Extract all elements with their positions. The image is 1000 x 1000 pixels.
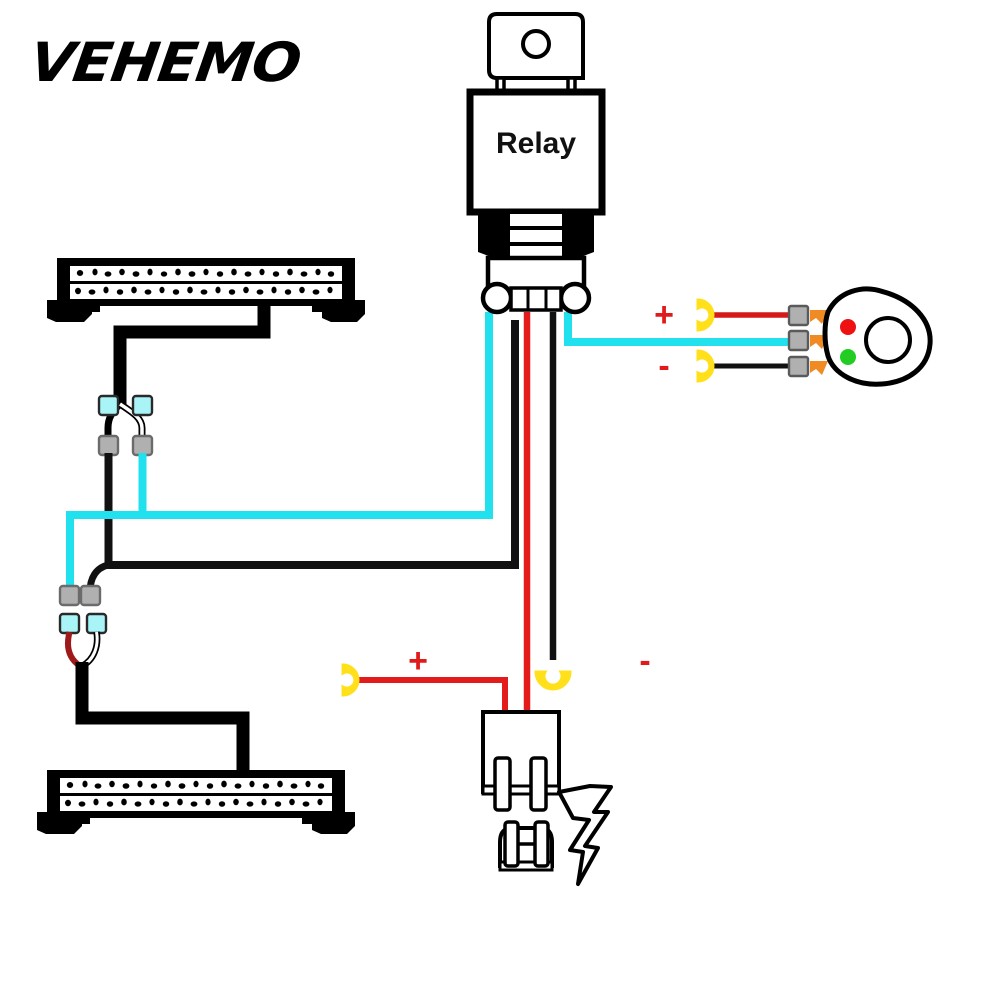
top-connector-female-terminals[interactable] (97, 394, 154, 417)
rocker-switch-wires (712, 312, 790, 369)
relay-label: Relay (496, 127, 576, 160)
harness-cyan-branch-bottom (66, 511, 142, 590)
relay-output-wires (485, 312, 790, 712)
light-bar-bottom (37, 770, 355, 834)
battery-negative-lead (534, 670, 572, 691)
switch-negative-ring-terminal (696, 349, 715, 383)
top-connector-male-terminals[interactable] (97, 434, 154, 457)
lightning-bolt-icon (557, 784, 613, 886)
switch-negative-sign: - (658, 347, 669, 385)
harness-cyan-branch-top (138, 320, 493, 519)
switch-terminal-connectors[interactable] (787, 304, 828, 378)
fuse-holder (481, 710, 561, 812)
rocker-switch-body[interactable] (822, 286, 933, 387)
bottom-connector-female-terminals[interactable] (58, 612, 108, 635)
relay-component: Relay (466, 12, 606, 315)
bottom-connector-male-terminals[interactable] (58, 584, 102, 607)
switch-positive-ring-terminal (696, 298, 715, 332)
red-led (840, 319, 856, 335)
harness-black-branch-top (104, 320, 519, 569)
battery-positive-lead (341, 663, 508, 712)
light-bar-top (47, 258, 365, 322)
green-led (840, 349, 856, 365)
battery-positive-sign: + (408, 642, 428, 680)
bottom-light-bar-cable (64, 631, 250, 772)
blade-fuse (498, 820, 554, 872)
switch-positive-sign: + (654, 296, 674, 334)
top-light-bar-cable (104, 306, 271, 444)
switch-button[interactable] (864, 316, 912, 364)
battery-negative-sign: - (639, 642, 650, 680)
